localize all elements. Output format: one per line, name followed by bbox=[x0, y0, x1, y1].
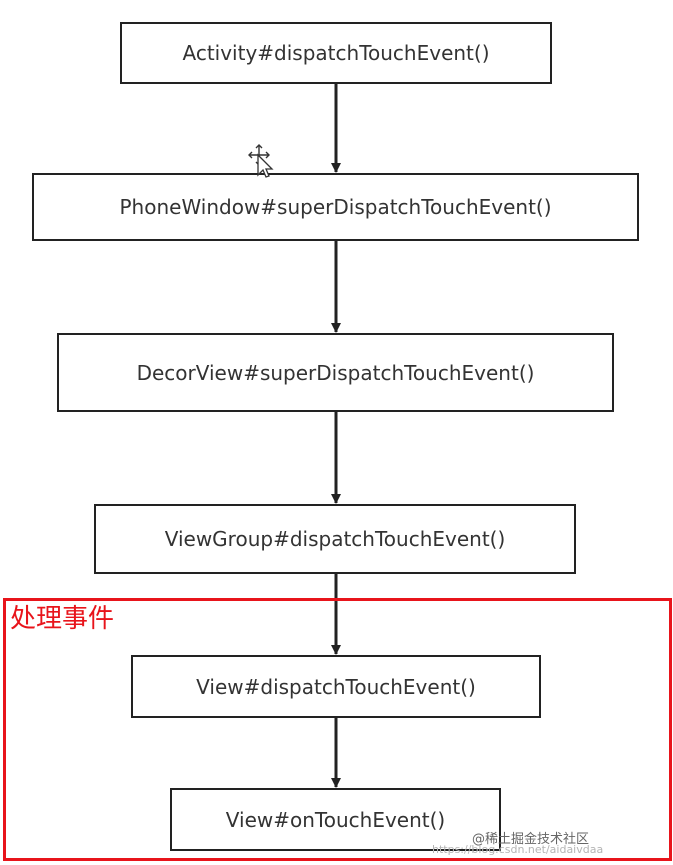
watermark-text: @稀土掘金技术社区 bbox=[472, 832, 590, 847]
node-activity-dispatch-touch-event: Activity#dispatchTouchEvent() bbox=[120, 22, 552, 84]
node-viewgroup-dispatch-touch-event: ViewGroup#dispatchTouchEvent() bbox=[94, 504, 576, 574]
watermark-url: https://blog.csdn.net/aidaivdaa bbox=[432, 843, 604, 856]
handle-event-region-label: 处理事件 bbox=[10, 604, 115, 634]
handle-event-region bbox=[3, 598, 672, 861]
node-view-on-touch-event: View#onTouchEvent() bbox=[170, 788, 501, 851]
node-decorview-super-dispatch-touch-event: DecorView#superDispatchTouchEvent() bbox=[57, 333, 614, 412]
move-cursor-icon bbox=[248, 144, 274, 178]
node-phonewindow-super-dispatch-touch-event: PhoneWindow#superDispatchTouchEvent() bbox=[32, 173, 639, 241]
node-view-dispatch-touch-event: View#dispatchTouchEvent() bbox=[131, 655, 541, 718]
